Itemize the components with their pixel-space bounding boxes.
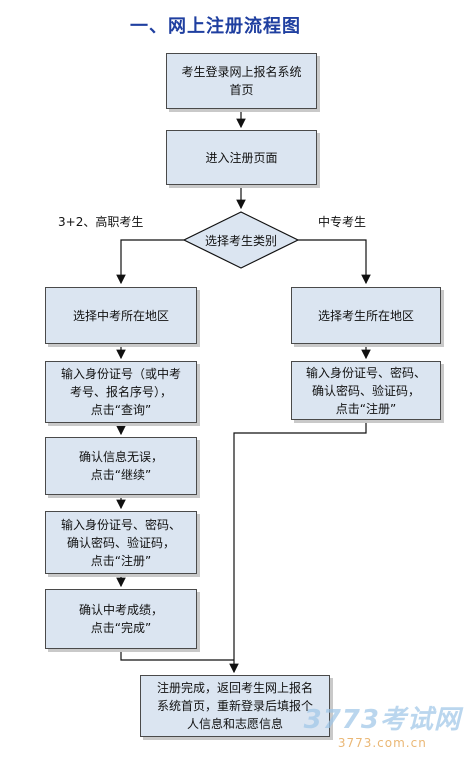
left-step-2-text: 输入身份证号（或中考 考号、报名序号）， 点击“查询” [60,367,181,417]
left-step-5: 确认中考成绩， 点击“完成” [45,589,197,649]
right-step-2: 输入身份证号、密码、 确认密码、验证码， 点击“注册” [291,361,441,420]
left-branch-label: 3+2、高职考生 [58,215,144,229]
left-step-1-text: 选择中考所在地区 [72,308,169,323]
right-step-1-text: 选择考生所在地区 [317,308,414,323]
left-step-1: 选择中考所在地区 [45,287,197,344]
left-step-5-text: 确认中考成绩， 点击“完成” [78,603,163,635]
left-step-2: 输入身份证号（或中考 考号、报名序号）， 点击“查询” [45,361,197,423]
right-branch-label: 中专考生 [318,215,367,229]
watermark-logo: 3773考试网 [303,705,461,735]
right-step-2-text: 输入身份证号、密码、 确认密码、验证码， 点击“注册” [305,365,426,416]
decision-text: 选择考生类别 [204,234,277,248]
left-step-3-text: 确认信息无误， 点击“继续” [78,450,163,482]
watermark: 3773考试网 3773.com.cn [304,699,461,750]
right-step-1: 选择考生所在地区 [291,287,441,344]
start-box: 考生登录网上报名系统 首页 [166,53,317,109]
register-page-box: 进入注册页面 [166,130,317,185]
final-box: 注册完成，返回考生网上报名 系统首页，重新登录后填报个 人信息和志愿信息 [140,675,330,737]
register-page-text: 进入注册页面 [205,150,278,165]
final-text: 注册完成，返回考生网上报名 系统首页，重新登录后填报个 人信息和志愿信息 [156,681,313,731]
page-title: 一、网上注册流程图 [130,16,301,37]
left-step-4-text: 输入身份证号、密码、 确认密码、验证码， 点击“注册” [60,517,181,568]
left-step-3: 确认信息无误， 点击“继续” [45,437,197,495]
left-step-4: 输入身份证号、密码、 确认密码、验证码， 点击“注册” [45,511,197,574]
start-text: 考生登录网上报名系统 首页 [181,65,302,97]
watermark-url: 3773.com.cn [337,736,427,750]
